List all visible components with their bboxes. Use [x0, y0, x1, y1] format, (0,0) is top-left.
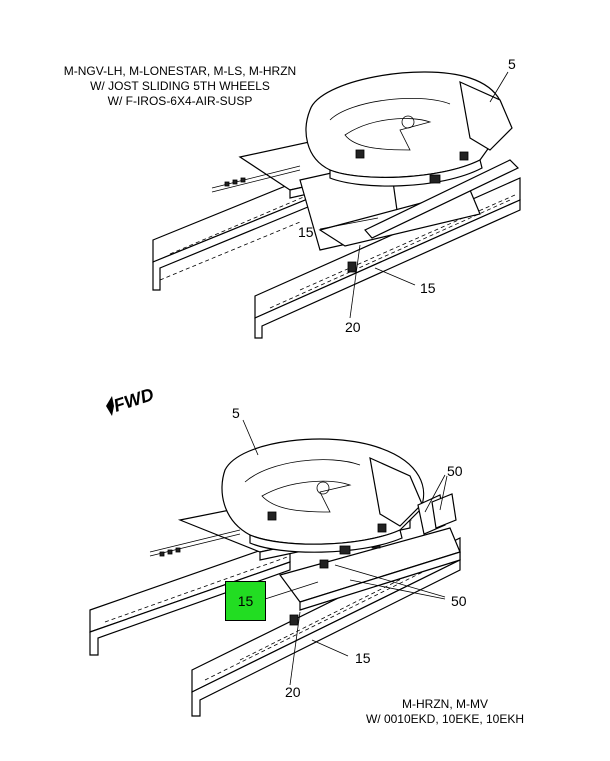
- callout-20: 20: [345, 319, 361, 335]
- callout-50: 50: [447, 463, 463, 479]
- forward-direction-indicator: FWD: [106, 384, 156, 416]
- leader-line: [374, 267, 416, 286]
- bottom-fifth-wheel-plate: [221, 438, 425, 555]
- leader-line: [439, 475, 448, 511]
- leader-line: [289, 611, 301, 686]
- caption-line: M-HRZN, M-MV: [402, 697, 488, 711]
- leader-line: [489, 71, 509, 103]
- callout-20: 20: [285, 684, 301, 700]
- callout-5: 5: [508, 56, 516, 72]
- top-fifth-wheel-plate: [305, 71, 513, 187]
- leader-line: [349, 579, 446, 600]
- leader-line: [349, 244, 361, 319]
- callout-15: 15: [420, 280, 436, 296]
- fwd-arrow-icon: [106, 396, 114, 416]
- caption-line: W/ 0010EKD, 10EKE, 10EKH: [365, 712, 525, 726]
- leader-line: [242, 419, 259, 456]
- top-assembly-caption: M-NGV-LH, M-LONESTAR, M-LS, M-HRZN W/ JO…: [50, 64, 310, 109]
- callout-50: 50: [451, 593, 467, 609]
- caption-line: M-NGV-LH, M-LONESTAR, M-LS, M-HRZN: [63, 64, 297, 78]
- bottom-assembly: 5 50 50 15 20: [89, 405, 467, 717]
- bracket: [431, 493, 457, 529]
- callout-5: 5: [232, 405, 240, 421]
- fwd-label: FWD: [111, 384, 156, 416]
- caption-line: W/ F-IROS-6X4-AIR-SUSP: [107, 94, 253, 108]
- leader-line: [311, 639, 349, 657]
- bottom-assembly-caption: M-HRZN, M-MV W/ 0010EKD, 10EKE, 10EKH: [330, 697, 560, 727]
- leader-line: [261, 581, 319, 601]
- caption-line: W/ JOST SLIDING 5TH WHEELS: [90, 79, 270, 93]
- leader-line: [424, 474, 446, 513]
- top-assembly: 5 15 15 20: [152, 56, 521, 339]
- callout-15: 15: [298, 224, 314, 240]
- highlighted-callout-15[interactable]: 15: [237, 593, 254, 609]
- leader-line: [334, 564, 446, 598]
- callout-15: 15: [355, 650, 371, 666]
- highlighted-callout-box[interactable]: [225, 581, 266, 621]
- leader-line: [319, 217, 379, 230]
